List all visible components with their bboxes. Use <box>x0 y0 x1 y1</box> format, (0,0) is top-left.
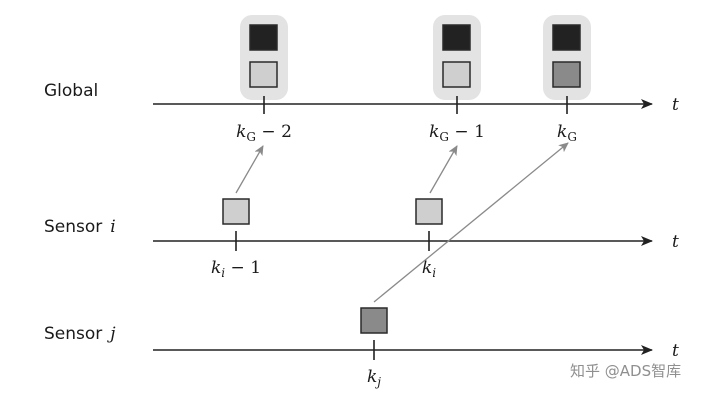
global-dark-block-3 <box>552 24 581 51</box>
fusion-arrow-sensor-j-1-to-global-3 <box>373 142 569 303</box>
global-mid-block-3 <box>552 61 581 88</box>
global-tick-label-3: kG <box>557 122 577 144</box>
global-axis-t-label: t <box>672 95 679 115</box>
global-dark-block-2 <box>442 24 471 51</box>
sensor-j-tick-label-1: kj <box>367 367 381 389</box>
global-light-block-2 <box>442 61 471 88</box>
sensor-i-tick-label-1: ki − 1 <box>211 258 261 280</box>
sensor-i-axis-t-label: t <box>672 232 679 252</box>
watermark-text: 知乎 @ADS智库 <box>570 362 681 380</box>
global-light-block-1 <box>249 61 278 88</box>
fusion-arrow-sensor-i-1-to-global-1 <box>235 145 264 194</box>
sensor-i-block-1 <box>222 198 250 225</box>
sensor-j-axis-t-label: t <box>672 341 679 361</box>
global-dark-block-1 <box>249 24 278 51</box>
sensor-i-block-2 <box>415 198 443 225</box>
row-label-global: Global <box>44 81 98 101</box>
fusion-arrow-sensor-i-2-to-global-2 <box>429 145 458 194</box>
global-tick-label-1: kG − 2 <box>236 122 292 144</box>
sensor-i-tick-label-2: ki <box>422 258 436 280</box>
global-tick-label-2: kG − 1 <box>429 122 485 144</box>
sensor-j-block-1 <box>360 307 388 334</box>
